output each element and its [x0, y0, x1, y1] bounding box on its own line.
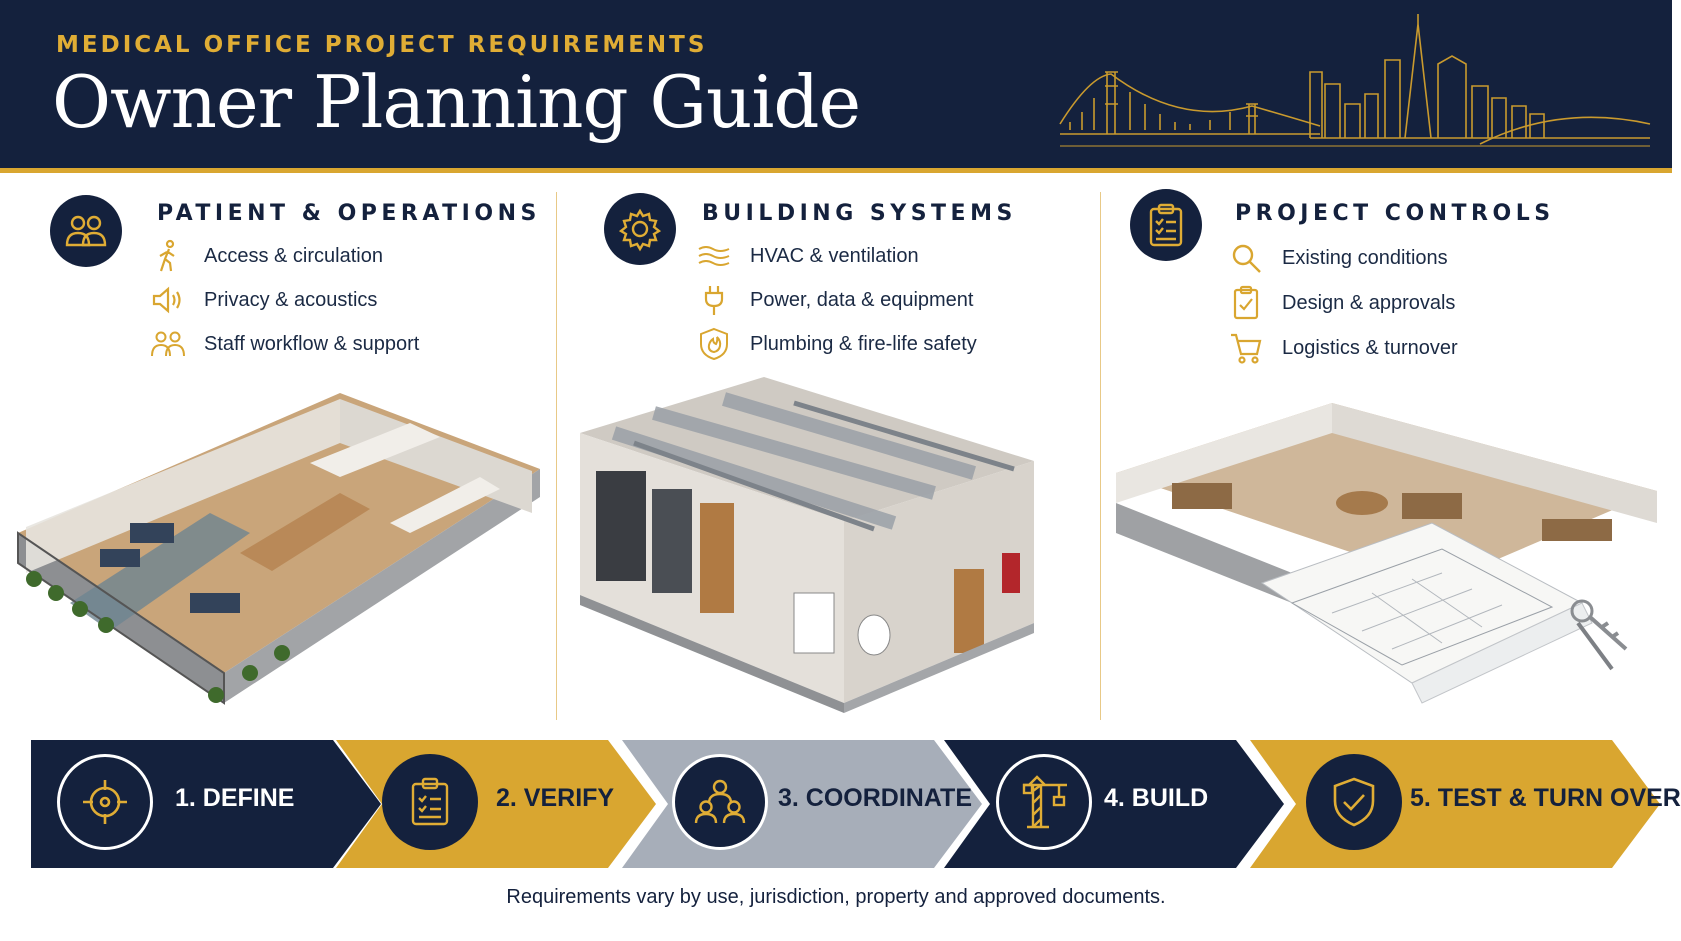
list-item: Privacy & acoustics — [150, 282, 377, 318]
header-banner: MEDICAL OFFICE PROJECT REQUIREMENTS Owne… — [0, 0, 1672, 168]
people-icon — [50, 195, 122, 267]
item-label: Staff workflow & support — [204, 332, 420, 355]
list-item: Design & approvals — [1228, 285, 1455, 321]
crane-icon — [996, 754, 1092, 850]
group-icon — [672, 754, 768, 850]
step-label: 3. COORDINATE — [778, 784, 972, 812]
item-label: HVAC & ventilation — [750, 244, 919, 267]
header-eyebrow: MEDICAL OFFICE PROJECT REQUIREMENTS — [56, 32, 708, 58]
column-divider — [1100, 192, 1101, 720]
process-step-build: 4. BUILD — [944, 740, 1284, 868]
column-building-systems: BUILDING SYSTEMS HVAC & ventilation Powe… — [556, 173, 1100, 733]
process-step-verify: 2. VERIFY — [336, 740, 656, 868]
step-label: 2. VERIFY — [496, 784, 615, 812]
clipboard-icon — [382, 754, 478, 850]
item-label: Existing conditions — [1282, 246, 1448, 269]
list-item: Access & circulation — [150, 238, 383, 274]
team-icon — [150, 326, 186, 362]
item-label: Plumbing & fire-life safety — [750, 332, 977, 355]
process-step-coordinate: 3. COORDINATE — [622, 740, 982, 868]
list-item: Power, data & equipment — [696, 282, 973, 318]
city-skyline-illustration — [1059, 14, 1651, 147]
clipboard-check-icon — [1228, 285, 1264, 321]
column-patient-operations: PATIENT & OPERATIONS Access & circulatio… — [0, 173, 556, 733]
column-project-controls: PROJECT CONTROLS Existing conditions Des… — [1100, 173, 1672, 733]
magnifier-icon — [1228, 240, 1264, 276]
item-label: Design & approvals — [1282, 291, 1456, 314]
footnote-disclaimer: Requirements vary by use, jurisdiction, … — [506, 886, 1166, 908]
list-item: Existing conditions — [1228, 240, 1448, 276]
checklist-icon — [1130, 189, 1202, 261]
header-gold-rule — [0, 168, 1672, 173]
list-item: Logistics & turnover — [1228, 330, 1458, 366]
column-divider — [556, 192, 557, 720]
page-title: Owner Planning Guide — [52, 60, 861, 144]
building-systems-illustration — [580, 377, 1034, 713]
step-label: 1. DEFINE — [175, 784, 295, 812]
gear-icon — [604, 193, 676, 265]
clinic-floor-plan-illustration — [17, 393, 540, 705]
column-title: PROJECT CONTROLS — [1235, 201, 1555, 226]
process-step-test-turn-over: 5. TEST & TURN OVER — [1250, 740, 1681, 868]
walking-person-icon — [150, 238, 186, 274]
item-label: Privacy & acoustics — [204, 288, 378, 311]
item-label: Logistics & turnover — [1282, 336, 1458, 359]
cart-icon — [1228, 330, 1264, 366]
target-icon — [57, 754, 153, 850]
process-step-define: 1. DEFINE — [31, 740, 381, 868]
airflow-icon — [696, 238, 732, 274]
column-title: PATIENT & OPERATIONS — [157, 201, 541, 226]
column-title: BUILDING SYSTEMS — [702, 201, 1017, 226]
step-label: 5. TEST & TURN OVER — [1410, 784, 1681, 812]
shield-check-icon — [1306, 754, 1402, 850]
item-label: Access & circulation — [204, 244, 383, 267]
list-item: Plumbing & fire-life safety — [696, 326, 977, 362]
item-label: Power, data & equipment — [750, 288, 974, 311]
list-item: Staff workflow & support — [150, 326, 419, 362]
list-item: HVAC & ventilation — [696, 238, 919, 274]
fire-shield-icon — [696, 326, 732, 362]
office-buildout-illustration — [1116, 403, 1657, 704]
speaker-icon — [150, 282, 186, 318]
step-label: 4. BUILD — [1104, 784, 1209, 812]
plug-icon — [696, 282, 732, 318]
